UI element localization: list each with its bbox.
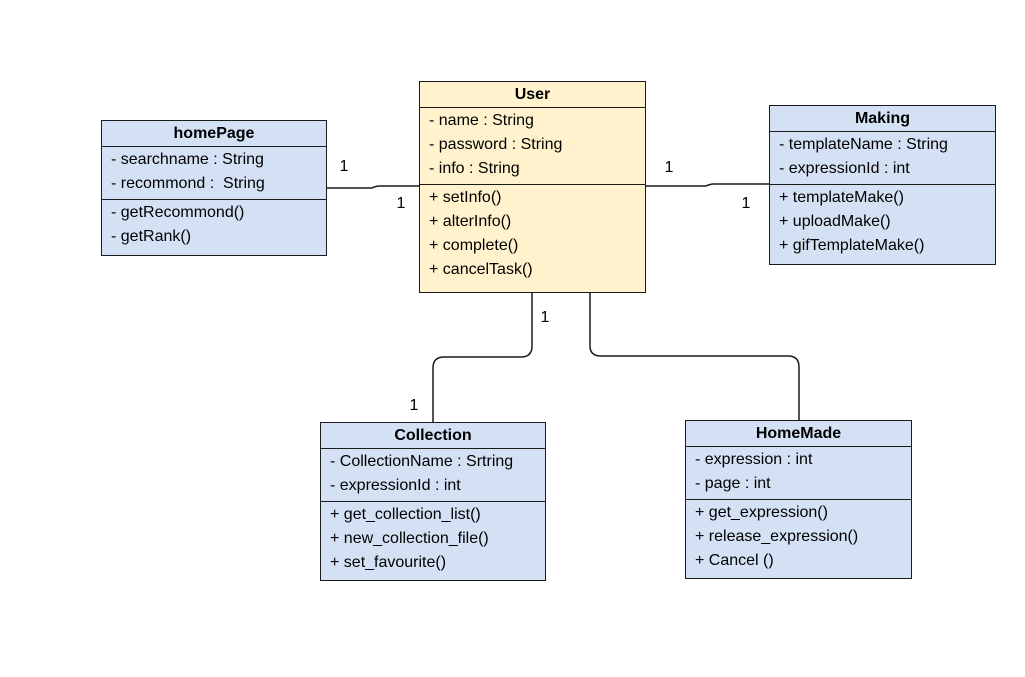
methods-section: + get_expression() + release_expression(…: [686, 499, 911, 576]
multiplicity-user-left: 1: [396, 195, 406, 212]
class-homepage[interactable]: homePage - searchname : String - recommo…: [101, 120, 327, 256]
class-user[interactable]: User - name : String - password : String…: [419, 81, 646, 293]
attribute: - name : String: [429, 112, 534, 129]
method: - getRecommond(): [111, 204, 245, 221]
attributes-section: - CollectionName : Srtring - expressionI…: [321, 449, 545, 501]
multiplicity-user-right: 1: [664, 159, 674, 176]
association-user-homemade[interactable]: [589, 292, 800, 420]
method: + uploadMake(): [779, 213, 891, 230]
multiplicity-user-bottom: 1: [540, 309, 550, 326]
attribute: - CollectionName : Srtring: [330, 453, 514, 470]
method: + new_collection_file(): [330, 530, 489, 547]
attribute: - expressionId : int: [330, 477, 461, 494]
attribute: - templateName : String: [779, 136, 948, 153]
attributes-section: - expression : int - page : int: [686, 447, 911, 499]
methods-section: + get_collection_list() + new_collection…: [321, 501, 545, 578]
method: + Cancel (): [695, 552, 774, 569]
class-collection[interactable]: Collection - CollectionName : Srtring - …: [320, 422, 546, 581]
methods-section: + setInfo() + alterInfo() + complete() +…: [420, 184, 645, 285]
attribute: - info : String: [429, 160, 520, 177]
attribute: - searchname : String: [111, 151, 264, 168]
association-homepage-user[interactable]: [326, 185, 419, 189]
association-user-making[interactable]: [645, 183, 770, 187]
multiplicity-homepage: 1: [339, 158, 349, 175]
class-name: homePage: [102, 121, 326, 147]
methods-section: + templateMake() + uploadMake() + gifTem…: [770, 184, 995, 261]
attribute: - password : String: [429, 136, 563, 153]
method: + get_expression(): [695, 504, 828, 521]
class-name: Making: [770, 106, 995, 132]
class-making[interactable]: Making - templateName : String - express…: [769, 105, 996, 265]
class-name: Collection: [321, 423, 545, 449]
attributes-section: - searchname : String - recommond : Stri…: [102, 147, 326, 199]
class-homemade[interactable]: HomeMade - expression : int - page : int…: [685, 420, 912, 579]
attribute: - expression : int: [695, 451, 813, 468]
method: + cancelTask(): [429, 261, 533, 278]
class-name: HomeMade: [686, 421, 911, 447]
method: + alterInfo(): [429, 213, 512, 230]
attributes-section: - templateName : String - expressionId :…: [770, 132, 995, 184]
association-user-collection[interactable]: [432, 292, 533, 422]
attribute: - recommond : String: [111, 175, 265, 192]
method: + complete(): [429, 237, 519, 254]
methods-section: - getRecommond() - getRank(): [102, 199, 326, 252]
multiplicity-collection: 1: [409, 397, 419, 414]
method: + set_favourite(): [330, 554, 447, 571]
method: + setInfo(): [429, 189, 502, 206]
method: + templateMake(): [779, 189, 904, 206]
attribute: - page : int: [695, 475, 771, 492]
multiplicity-making: 1: [741, 195, 751, 212]
method: + gifTemplateMake(): [779, 237, 925, 254]
class-name: User: [420, 82, 645, 108]
method: + get_collection_list(): [330, 506, 481, 523]
attribute: - expressionId : int: [779, 160, 910, 177]
attributes-section: - name : String - password : String - in…: [420, 108, 645, 184]
method: - getRank(): [111, 228, 192, 245]
method: + release_expression(): [695, 528, 859, 545]
